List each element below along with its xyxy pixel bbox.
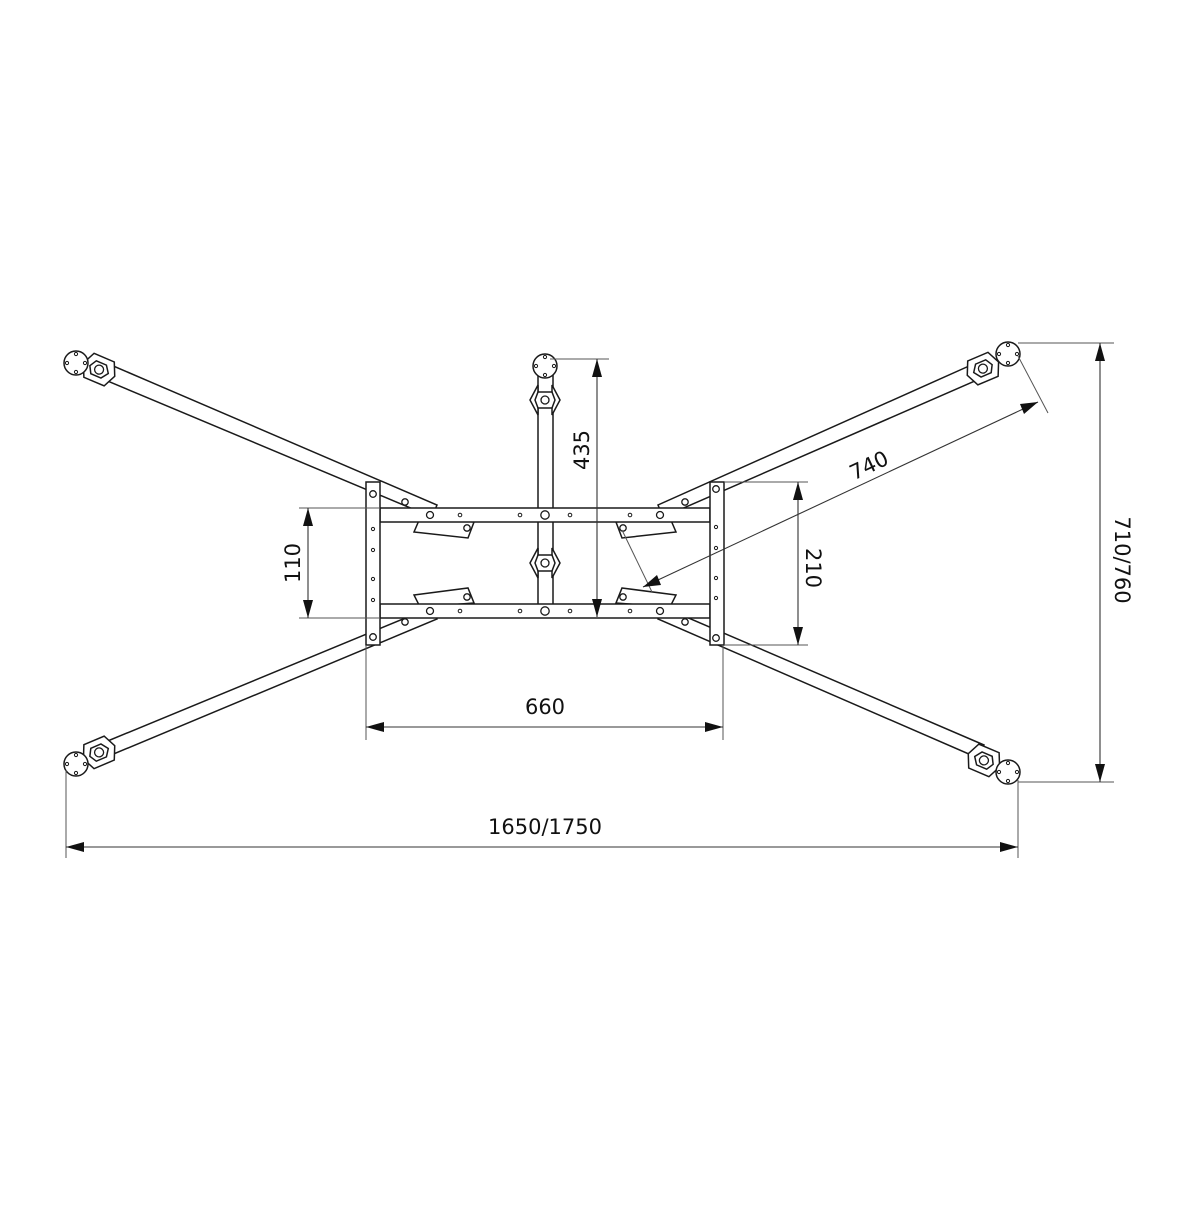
label-frame-depth: 210	[801, 548, 825, 588]
top-rail	[379, 507, 711, 523]
center-post	[529, 353, 561, 616]
label-arm-length: 740	[846, 446, 892, 485]
hex-nut-icon	[529, 547, 561, 579]
left-upright	[365, 481, 381, 646]
hex-nut-icon	[529, 384, 561, 416]
label-overall-width: 1650/1750	[488, 815, 602, 839]
bottom-rail	[379, 603, 711, 619]
label-center-column: 435	[570, 430, 594, 470]
label-frame-width: 660	[525, 695, 565, 719]
dimension-rail-spacing	[299, 507, 380, 619]
dimension-frame-width	[365, 646, 724, 740]
dimension-center-column	[550, 358, 609, 617]
foot-pad-icon	[532, 353, 558, 379]
dimension-arm-length	[621, 355, 1049, 593]
right-upright	[709, 481, 725, 646]
label-overall-depth: 710/760	[1110, 516, 1134, 603]
dimension-overall-depth	[1018, 342, 1114, 783]
label-rail-spacing: 110	[281, 543, 305, 583]
dimension-overall-width	[65, 770, 1019, 858]
dimension-frame-depth	[724, 481, 808, 646]
